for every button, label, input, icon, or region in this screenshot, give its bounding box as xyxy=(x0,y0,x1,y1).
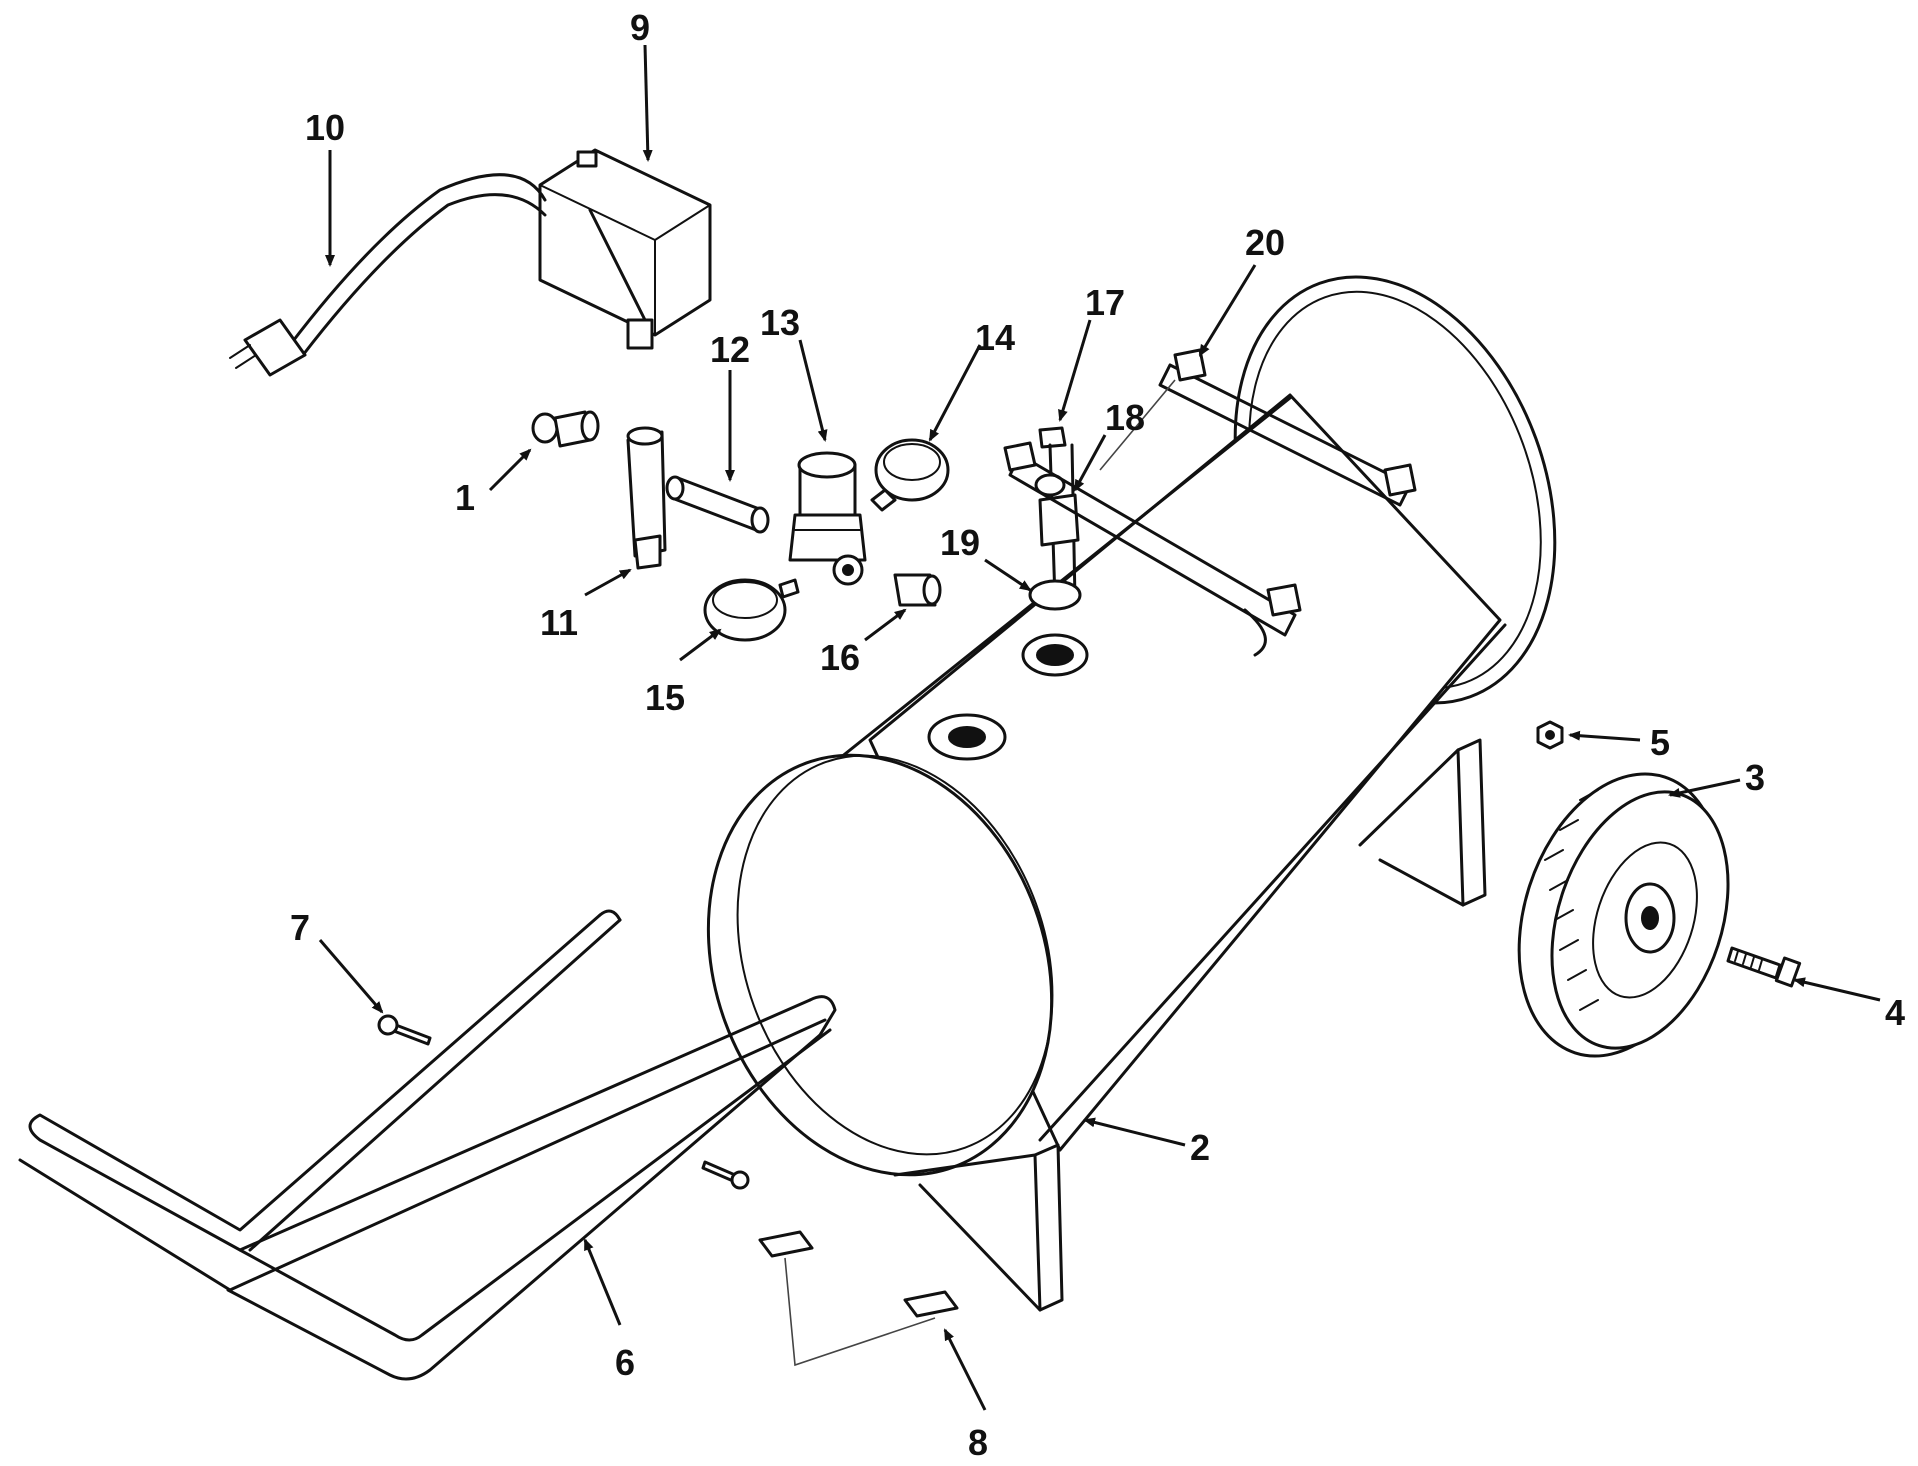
nipple-long xyxy=(626,426,667,570)
regulator xyxy=(788,451,867,586)
callout-20: 20 xyxy=(1245,222,1285,263)
elbow-fitting xyxy=(893,573,942,607)
screws xyxy=(377,1014,750,1190)
handle xyxy=(18,909,837,1381)
callout-9: 9 xyxy=(630,7,650,48)
gauge-lower xyxy=(703,578,800,642)
power-cord xyxy=(229,173,547,377)
callout-labels: 1 2 3 4 5 6 7 8 9 10 11 12 13 14 15 16 1… xyxy=(290,7,1905,1463)
leader-arrows xyxy=(318,44,1881,1411)
callout-17: 17 xyxy=(1085,282,1125,323)
shoulder-bolt xyxy=(1726,946,1802,988)
safety-valve xyxy=(531,410,600,448)
callout-7: 7 xyxy=(290,907,310,948)
tank-legs xyxy=(893,738,1487,1312)
callout-10: 10 xyxy=(305,107,345,148)
callout-13: 13 xyxy=(760,302,800,343)
callout-3: 3 xyxy=(1745,757,1765,798)
top-bracket xyxy=(1003,348,1417,657)
callout-2: 2 xyxy=(1190,1127,1210,1168)
callout-11: 11 xyxy=(540,602,578,643)
nut xyxy=(1536,720,1564,750)
callout-14: 14 xyxy=(975,317,1015,358)
wheel xyxy=(1517,772,1730,1058)
callout-1: 1 xyxy=(455,477,475,518)
gauge-upper xyxy=(870,438,950,512)
callout-12: 12 xyxy=(710,329,750,370)
callout-6: 6 xyxy=(615,1342,635,1383)
nipple-short xyxy=(665,475,770,534)
callout-4: 4 xyxy=(1885,992,1905,1033)
callout-8: 8 xyxy=(968,1422,988,1463)
callout-15: 15 xyxy=(645,677,685,718)
callout-19: 19 xyxy=(940,522,980,563)
callout-18: 18 xyxy=(1105,397,1145,438)
callout-5: 5 xyxy=(1650,722,1670,763)
pressure-switch xyxy=(538,148,712,350)
foot-pads xyxy=(758,1230,959,1367)
tank xyxy=(706,275,1557,1177)
callout-16: 16 xyxy=(820,637,860,678)
